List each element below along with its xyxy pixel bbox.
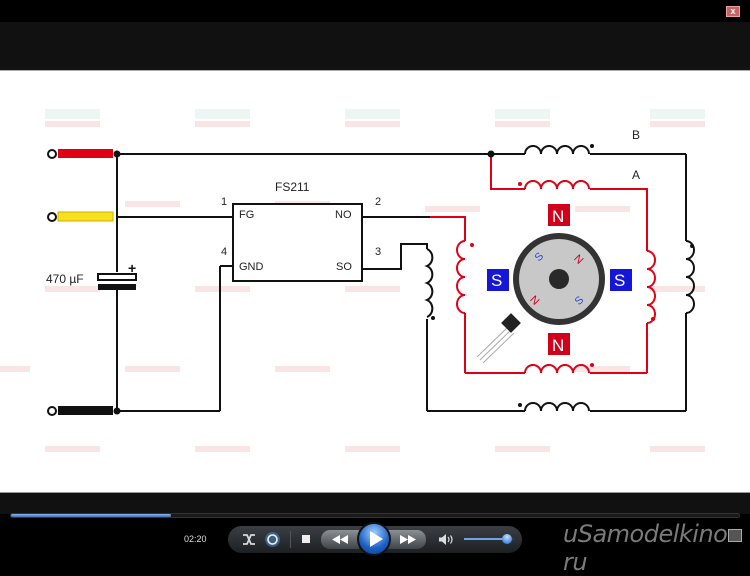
brand-text: uSamodelkino <box>563 520 728 548</box>
forward-button[interactable] <box>388 530 426 549</box>
title-bar: x <box>0 0 750 22</box>
capacitor-label: 470 µF <box>46 272 84 286</box>
fast-forward-icon <box>400 535 416 544</box>
chip-name: FS211 <box>275 180 310 194</box>
close-icon: x <box>730 6 736 16</box>
pole-top: N <box>552 207 564 226</box>
stop-icon[interactable] <box>302 535 310 543</box>
rotor: S N N S <box>513 233 605 325</box>
pin-fg: FG <box>239 209 254 221</box>
divider <box>290 531 291 548</box>
junction-top <box>113 150 121 158</box>
transport-pill <box>228 522 522 556</box>
hall-sensor <box>476 313 521 364</box>
circuit-diagram: 470 µF + FS211 1 2 3 4 FG NO GND SO B A … <box>0 109 705 452</box>
volume-slider[interactable] <box>464 534 514 544</box>
coil-b-top <box>524 145 590 155</box>
coil-a-right <box>646 250 656 324</box>
close-button[interactable]: x <box>726 6 740 17</box>
coil-a-left <box>456 240 466 314</box>
site-watermark: uSamodelkinoru <box>563 520 750 576</box>
pin-gnd: GND <box>239 261 264 273</box>
pin-3: 3 <box>375 246 381 258</box>
letterbox-bottom <box>0 492 750 514</box>
terminals <box>47 149 114 416</box>
pin-4: 4 <box>221 246 227 258</box>
rewind-button[interactable] <box>321 530 359 549</box>
seek-bar[interactable] <box>10 513 740 518</box>
junction-b <box>487 150 495 158</box>
winding-a-label: A <box>632 168 640 182</box>
rewind-icon <box>332 535 348 544</box>
play-button[interactable] <box>357 522 391 556</box>
seek-bar-progress <box>11 514 172 517</box>
brand-icon <box>728 528 743 542</box>
junction-bottom <box>113 407 121 415</box>
coils <box>424 145 695 412</box>
wire-yellow <box>57 211 114 222</box>
pole-bottom: N <box>552 336 564 355</box>
brand-domain: ru <box>563 548 588 576</box>
volume-level <box>464 538 507 540</box>
play-icon <box>370 531 383 547</box>
coil-b-left <box>424 248 434 318</box>
coil-b-right <box>685 240 695 314</box>
wire-black <box>58 406 113 415</box>
stator-poles: N N S S <box>487 204 632 355</box>
pin-1: 1 <box>221 196 227 208</box>
winding-b-label: B <box>632 128 640 142</box>
capacitor: 470 µF + <box>46 260 137 290</box>
watermarks <box>0 109 705 452</box>
black-wires <box>116 153 687 412</box>
coil-a-bottom <box>524 364 590 374</box>
coil-a-top <box>524 180 590 190</box>
polarity-dots <box>431 144 694 407</box>
coil-b-bottom <box>524 402 590 412</box>
time-readout: 02:20 <box>184 534 207 544</box>
volume-icon[interactable] <box>439 534 455 545</box>
repeat-icon[interactable] <box>264 531 281 548</box>
wire-red <box>58 149 113 158</box>
pin-no: NO <box>335 209 352 221</box>
pole-left: S <box>491 271 502 290</box>
red-wires <box>430 154 648 374</box>
video-frame[interactable]: 470 µF + FS211 1 2 3 4 FG NO GND SO B A … <box>0 70 750 492</box>
pin-so: SO <box>336 261 352 273</box>
chip-fs211: FS211 1 2 3 4 FG NO GND SO <box>221 180 381 282</box>
player-controls: 02:20 <box>0 518 750 576</box>
volume-knob[interactable] <box>501 534 512 544</box>
pin-2: 2 <box>375 196 381 208</box>
letterbox-top <box>0 22 750 70</box>
capacitor-plus: + <box>128 260 136 276</box>
pole-right: S <box>614 271 625 290</box>
shuffle-icon[interactable] <box>242 533 256 546</box>
